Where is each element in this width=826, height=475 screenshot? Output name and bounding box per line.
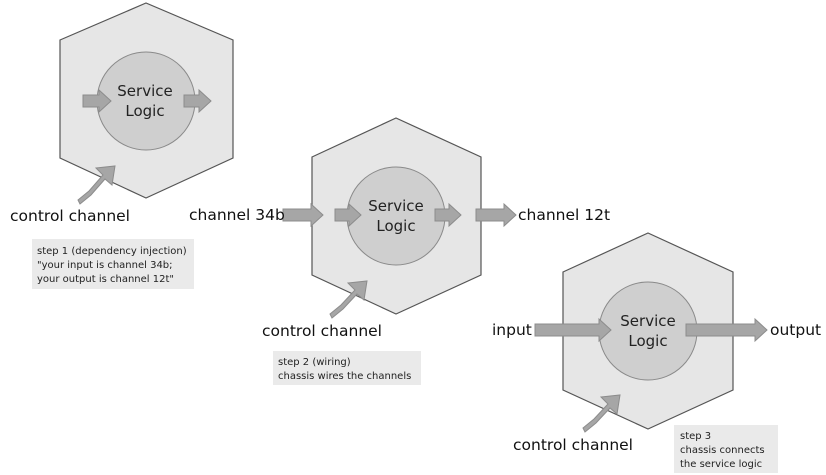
service-3: Service Logic input output control chann… bbox=[492, 232, 821, 454]
service-3-output-arrow bbox=[685, 317, 768, 343]
note-step-1-box bbox=[32, 239, 194, 289]
note-step-3-line2: chassis connects bbox=[680, 445, 765, 456]
service-2-input-channel-arrow bbox=[282, 202, 324, 228]
service-2-input-label: channel 34b bbox=[189, 206, 285, 224]
service-1-core-label-line1: Service bbox=[117, 82, 172, 100]
service-2-output-label: channel 12t bbox=[518, 206, 610, 224]
service-2-control-arrow bbox=[329, 280, 368, 319]
service-3-input-label: input bbox=[492, 321, 532, 339]
service-3-control-label: control channel bbox=[513, 436, 633, 454]
service-3-output-label: output bbox=[770, 321, 821, 339]
note-step-2-box bbox=[273, 351, 421, 385]
service-1-output-arrow bbox=[183, 88, 212, 114]
service-1-control-arrow bbox=[77, 165, 116, 205]
service-2-control-label: control channel bbox=[262, 322, 382, 340]
note-step-3: step 3 chassis connects the service logi… bbox=[674, 425, 778, 473]
service-2-internal-output-arrow bbox=[434, 202, 462, 228]
note-step-2: step 2 (wiring) chassis wires the channe… bbox=[273, 351, 421, 385]
note-step-3-line3: the service logic bbox=[680, 459, 762, 470]
service-3-core-label-line1: Service bbox=[620, 312, 675, 330]
service-3-control-arrow bbox=[582, 394, 621, 433]
service-1-core-label-line2: Logic bbox=[125, 102, 164, 120]
service-1-input-arrow bbox=[82, 88, 112, 114]
note-step-1: step 1 (dependency injection) "your inpu… bbox=[32, 239, 194, 289]
note-step-2-line1: step 2 (wiring) bbox=[278, 357, 351, 368]
note-step-1-line3: your output is channel 12t" bbox=[37, 274, 174, 285]
note-step-3-line1: step 3 bbox=[680, 431, 711, 442]
service-2-core bbox=[346, 166, 446, 266]
service-1: Service Logic control channel bbox=[10, 2, 234, 225]
service-2: Service Logic channel 34b channel 12t co… bbox=[189, 117, 610, 340]
service-2-internal-input-arrow bbox=[334, 202, 362, 228]
service-1-control-label: control channel bbox=[10, 207, 130, 225]
service-3-input-arrow bbox=[534, 317, 612, 343]
service-2-output-channel-arrow bbox=[475, 202, 517, 228]
service-3-core bbox=[598, 281, 698, 381]
note-step-3-box bbox=[674, 425, 778, 473]
service-3-core-label-line2: Logic bbox=[628, 332, 667, 350]
note-step-1-line2: "your input is channel 34b; bbox=[37, 260, 173, 271]
service-2-core-label-line2: Logic bbox=[376, 217, 415, 235]
note-step-1-line1: step 1 (dependency injection) bbox=[37, 246, 187, 257]
service-2-core-label-line1: Service bbox=[368, 197, 423, 215]
note-step-2-line2: chassis wires the channels bbox=[278, 371, 411, 382]
